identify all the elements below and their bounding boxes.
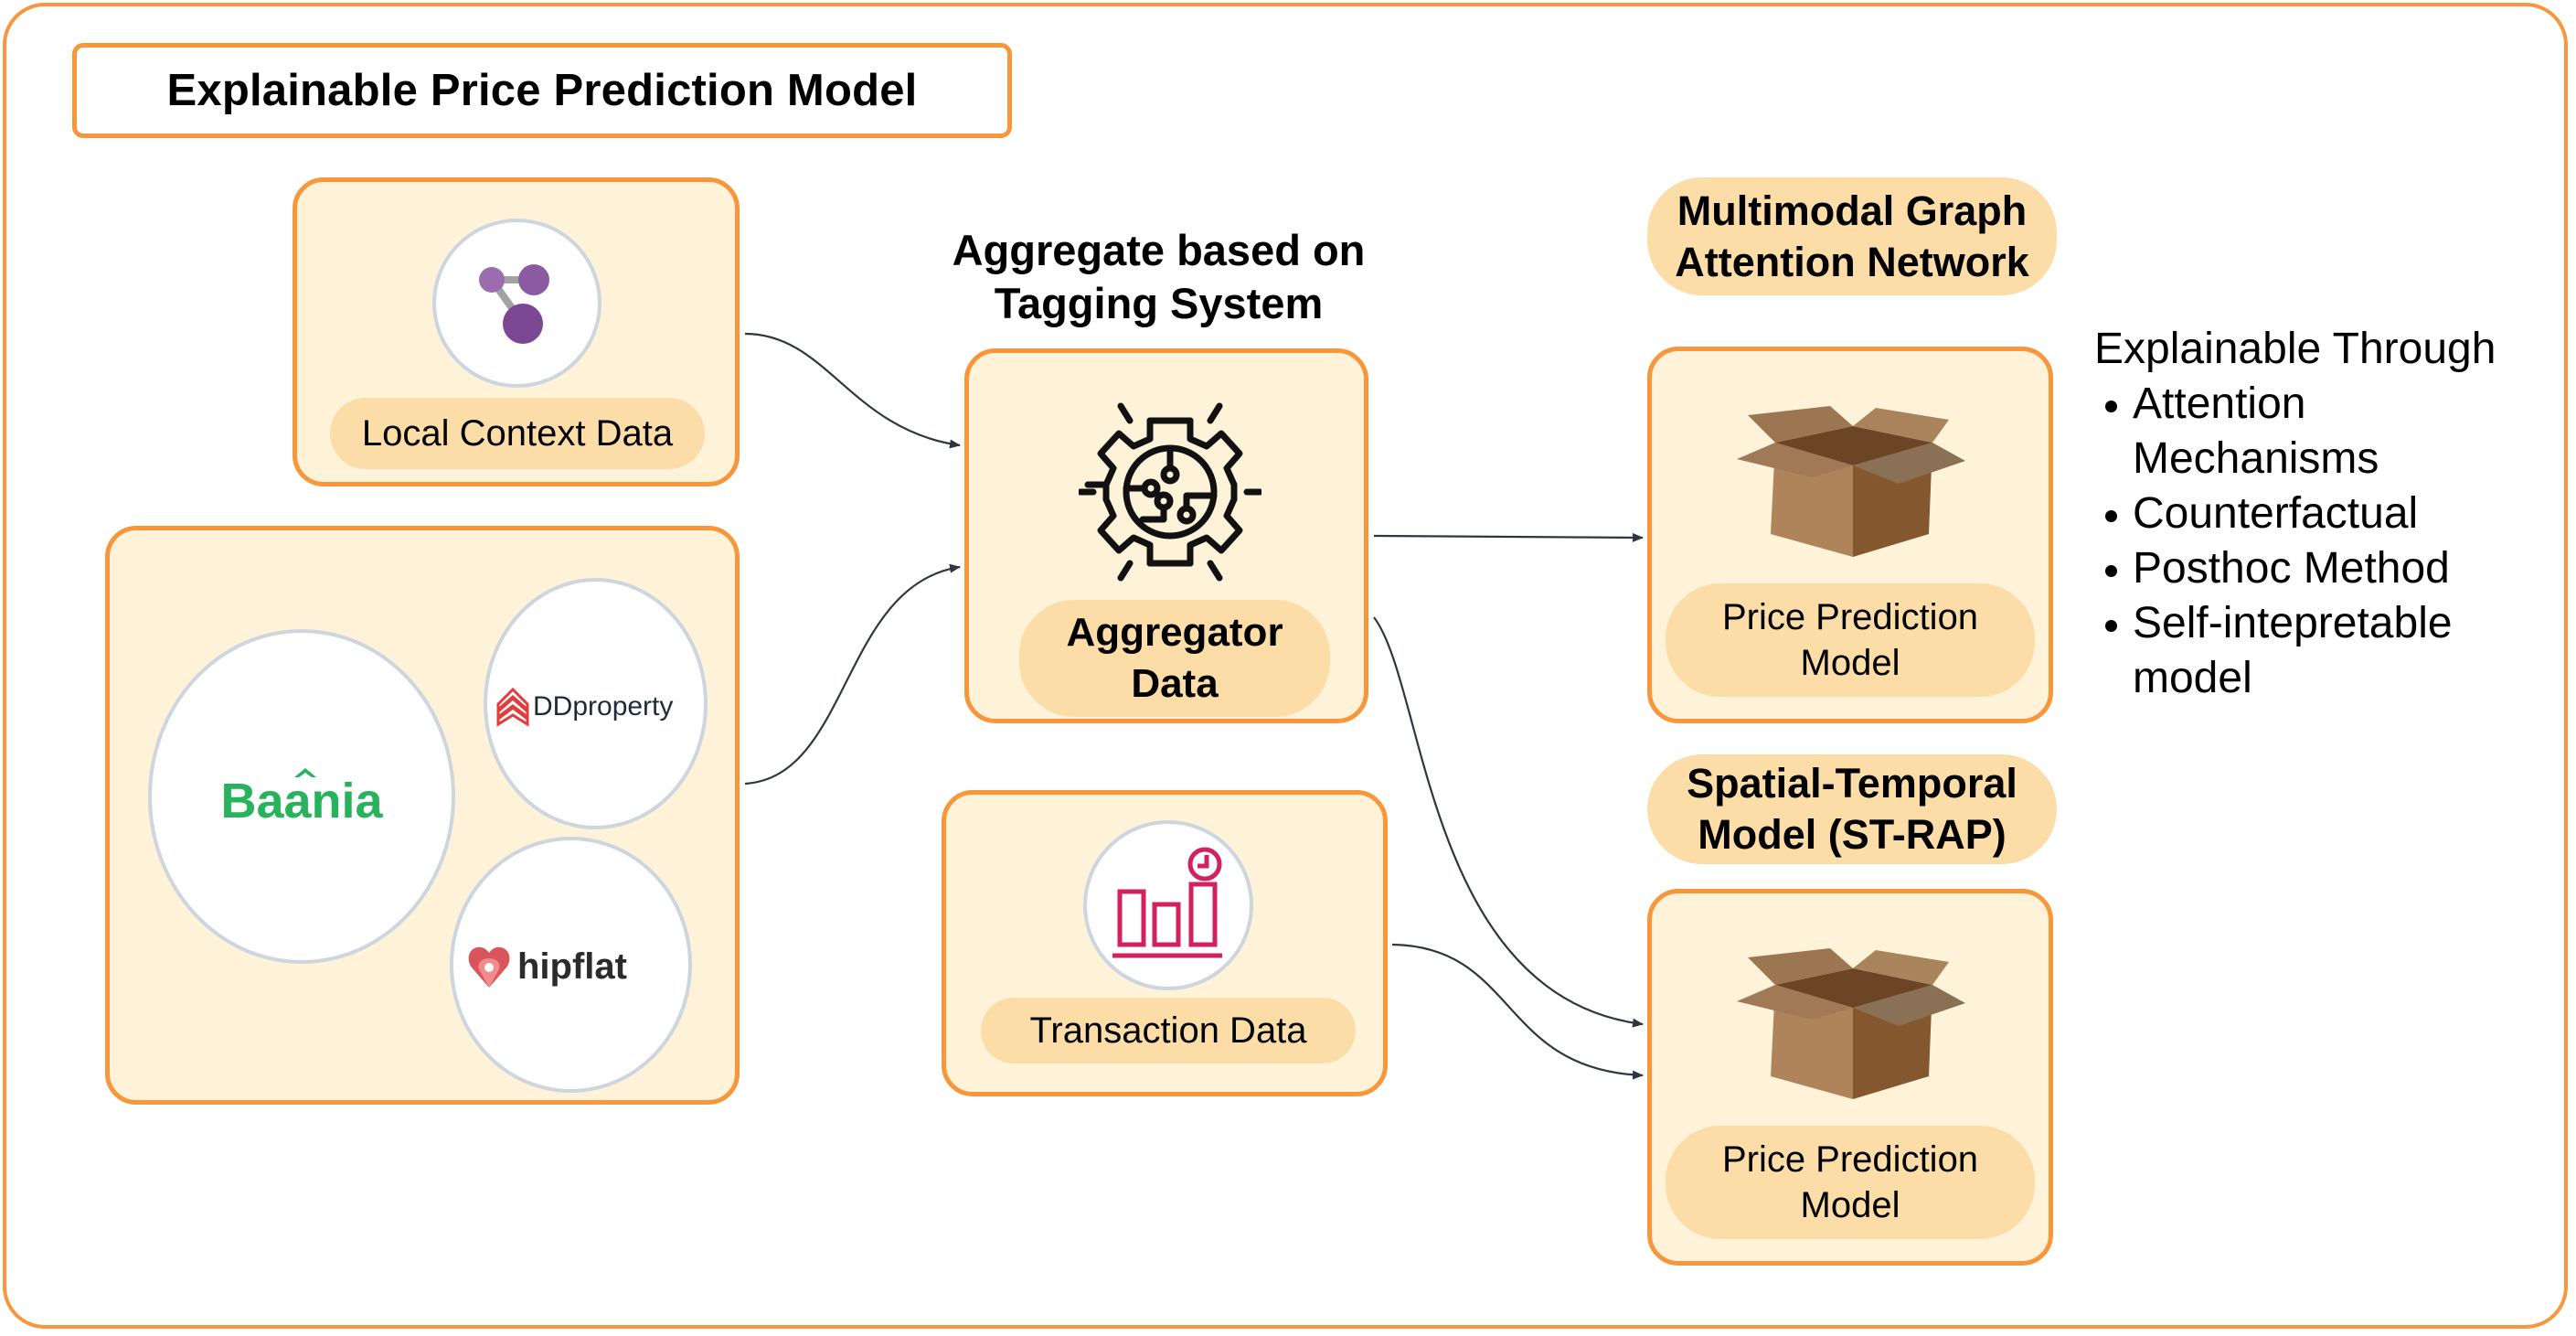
diagram-title: Explainable Price Prediction Model [166,66,918,115]
mgat-model-label: Price Prediction Model [1666,583,2035,697]
transaction-card: Transaction Data [942,790,1388,1096]
local-context-icon-circle [432,219,601,388]
ddproperty-logo: DDproperty [496,687,673,727]
hipflat-logo-circle: hipflat [450,837,692,1093]
transaction-label: Transaction Data [981,998,1356,1063]
explainability-item: Posthoc Method [2104,541,2496,596]
diagram-frame [3,3,2568,1329]
aggregator-label: Aggregator Data [1019,600,1330,717]
bar-chart-clock-icon [1112,847,1222,958]
svg-text:hipflat: hipflat [517,946,627,987]
transaction-icon-circle [1083,820,1253,990]
aggregator-card: Aggregator Data [964,348,1368,723]
open-box-icon [1737,406,1965,557]
gear-circuit-icon [1079,402,1261,582]
svg-text:DDproperty: DDproperty [533,691,673,721]
ddproperty-logo-circle: DDproperty [484,578,708,829]
hipflat-logo: hipflat [468,946,627,988]
baania-logo: Baania [220,768,384,828]
mgat-model-card: Price Prediction Model [1647,347,2053,723]
explainability-item: Counterfactual [2104,486,2496,541]
listing-sources-card: Baania DDproperty hipflat [105,526,740,1105]
graph-nodes-icon [478,263,549,344]
explainability-heading: Explainable Through [2094,325,2496,373]
st-rap-heading: Spatial-Temporal Model (ST-RAP) [1647,754,2057,864]
baania-logo-circle: Baania [148,629,455,964]
local-context-card: Local Context Data [293,177,740,486]
title-box: Explainable Price Prediction Model [72,43,1012,138]
svg-text:Baania: Baania [220,774,383,828]
aggregator-heading: Aggregate based on Tagging System [952,226,1366,327]
st-rap-model-card: Price Prediction Model [1647,889,2053,1266]
mgat-heading: Multimodal Graph Attention Network [1647,177,2057,295]
st-rap-model-label: Price Prediction Model [1666,1126,2035,1239]
local-context-label: Local Context Data [330,398,705,469]
open-box-icon [1737,948,1965,1099]
